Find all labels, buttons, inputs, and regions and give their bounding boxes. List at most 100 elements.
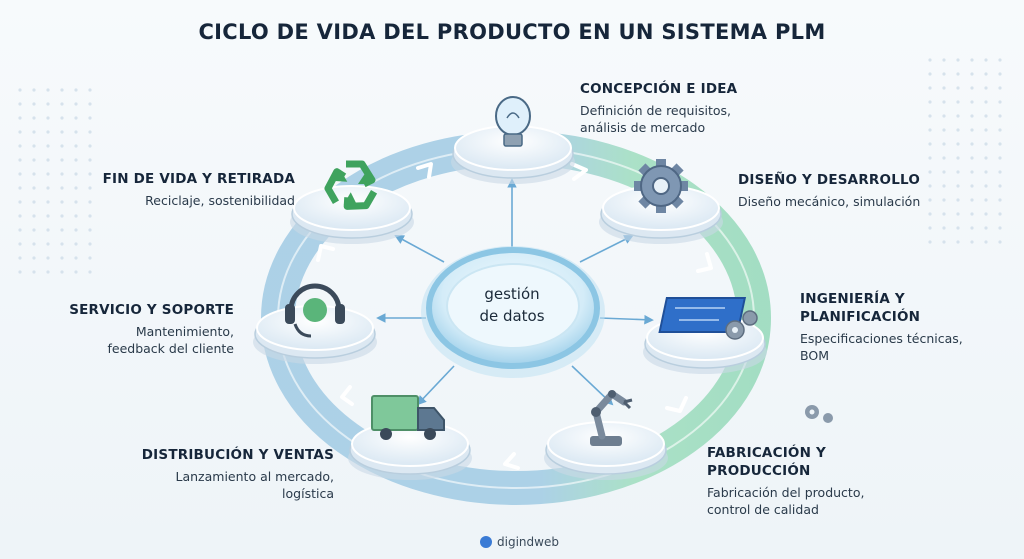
decorative-dot [928, 212, 932, 216]
stage-desc: Definición de requisitos, análisis de me… [580, 102, 737, 136]
stage-node-fabricacion [544, 390, 668, 480]
hub-label: gestión de datos [452, 283, 572, 327]
decorative-dot [998, 86, 1002, 90]
decorative-dot [928, 156, 932, 160]
decorative-dot [88, 186, 92, 190]
stage-desc: Reciclaje, sostenibilidad [145, 193, 295, 208]
lightbulb-icon [495, 96, 531, 147]
headset-icon [285, 283, 345, 338]
decorative-dot [956, 114, 960, 118]
decorative-dot [998, 128, 1002, 132]
stage-label-distribucion: DISTRIBUCIÓN Y VENTAS Lanzamiento al mer… [142, 446, 334, 502]
decorative-dot [928, 198, 932, 202]
gear-icon [634, 159, 688, 213]
decorative-dot [18, 214, 22, 218]
decorative-dot [74, 186, 78, 190]
stage-desc: Mantenimiento, feedback del cliente [69, 323, 235, 357]
decorative-dot [984, 86, 988, 90]
decorative-dot [970, 198, 974, 202]
decorative-dot [32, 200, 36, 204]
decorative-dot [956, 240, 960, 244]
decorative-dot [984, 58, 988, 62]
decorative-dot [60, 186, 64, 190]
decorative-dot [942, 240, 946, 244]
decorative-dot [60, 172, 64, 176]
decorative-dot [46, 130, 50, 134]
hub-label-line: de datos [479, 307, 545, 325]
decorative-dot [928, 58, 932, 62]
decorative-dot [956, 156, 960, 160]
central-hub [421, 246, 605, 378]
decorative-dot [18, 256, 22, 260]
hub-spokes [376, 178, 654, 406]
decorative-dot [46, 214, 50, 218]
stage-desc: Diseño mecánico, simulación [738, 194, 921, 209]
decorative-dot [984, 184, 988, 188]
stage-node-fin [290, 160, 414, 244]
stage-desc-line: Definición de requisitos, [580, 103, 731, 118]
decorative-dot [984, 240, 988, 244]
decorative-dot [32, 158, 36, 162]
decorative-dot [956, 226, 960, 230]
decorative-dot [18, 102, 22, 106]
decorative-dot [956, 128, 960, 132]
recycle-icon [324, 160, 378, 210]
brand-icon [480, 536, 492, 548]
decorative-dot [18, 144, 22, 148]
decorative-dot [928, 86, 932, 90]
decorative-dot [74, 172, 78, 176]
decorative-dot [984, 212, 988, 216]
stage-label-concepcion: CONCEPCIÓN E IDEA Definición de requisit… [580, 80, 737, 136]
decorative-dot [998, 72, 1002, 76]
decorative-dot [88, 200, 92, 204]
stage-title: DISEÑO Y DESARROLLO [738, 172, 920, 188]
ring-flow-arrows [316, 162, 713, 470]
decorative-dot [942, 100, 946, 104]
stage-desc: Lanzamiento al mercado, logística [142, 468, 334, 502]
decorative-dot [970, 142, 974, 146]
decorative-dot [32, 116, 36, 120]
page-title: CICLO DE VIDA DEL PRODUCTO EN UN SISTEMA… [198, 20, 826, 44]
decorative-dot [74, 200, 78, 204]
decorative-dot [46, 144, 50, 148]
decorative-dot [46, 88, 50, 92]
decorative-dot [60, 200, 64, 204]
decorative-dot [32, 186, 36, 190]
decorative-dot [60, 130, 64, 134]
decorative-dot [88, 144, 92, 148]
decorative-dot [74, 130, 78, 134]
decorative-dot [928, 142, 932, 146]
stage-desc-line: Lanzamiento al mercado, [175, 469, 334, 484]
decorative-dot [60, 116, 64, 120]
stage-title: FABRICACIÓN Y PRODUCCIÓN [707, 444, 864, 480]
brand-logo: digindweb [480, 535, 559, 549]
decorative-dot [32, 242, 36, 246]
decorative-dot [60, 214, 64, 218]
stage-node-concepcion [451, 96, 575, 184]
decorative-dot [74, 228, 78, 232]
decorative-dot [46, 172, 50, 176]
decorative-dot [984, 198, 988, 202]
decorative-dot [942, 58, 946, 62]
decorative-dot [956, 184, 960, 188]
decorative-dot [88, 88, 92, 92]
decorative-dot [32, 270, 36, 274]
decorative-dot [18, 158, 22, 162]
decorative-dot [998, 184, 1002, 188]
stage-desc-line: Especificaciones técnicas, [800, 331, 963, 346]
decorative-dot [928, 100, 932, 104]
stage-desc-line: Mantenimiento, [135, 324, 234, 339]
stage-title-line: PRODUCCIÓN [707, 463, 811, 479]
decorative-dot [942, 86, 946, 90]
decorative-dot [942, 156, 946, 160]
decorative-dot [970, 170, 974, 174]
decorative-dot [74, 102, 78, 106]
decorative-dot [928, 72, 932, 76]
decorative-dot [32, 256, 36, 260]
stage-title: INGENIERÍA Y PLANIFICACIÓN [800, 290, 963, 326]
decorative-dot [32, 214, 36, 218]
decorative-dot [970, 156, 974, 160]
decorative-dot [984, 170, 988, 174]
decorative-dot [956, 142, 960, 146]
